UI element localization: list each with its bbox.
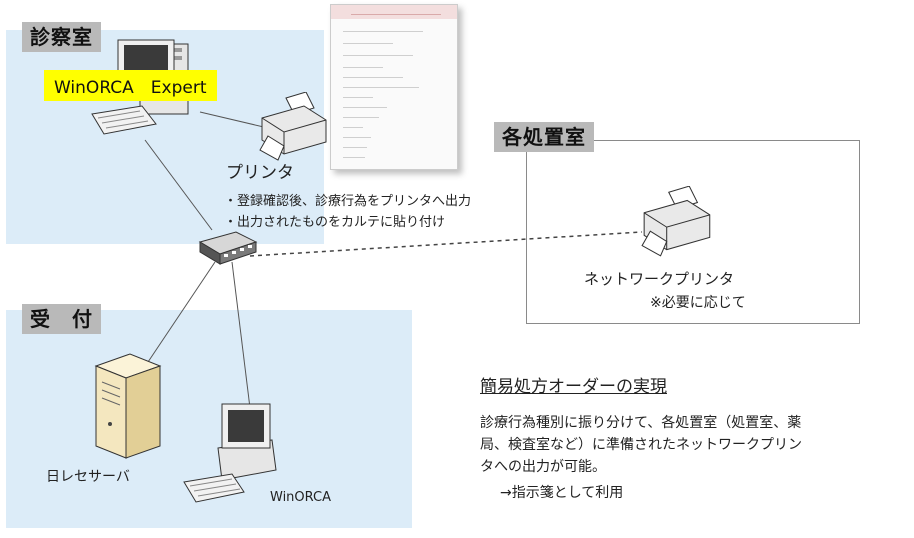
printer-label: プリンタ [226,163,294,183]
network-hub-icon [198,231,258,265]
consultation-room-label: 診察室 [22,22,101,52]
treatment-rooms-label: 各処置室 [494,122,594,152]
server-icon [94,353,162,459]
printer-note-1: ・登録確認後、診療行為をプリンタへ出力 [224,194,472,209]
printer-note-2: ・出力されたものをカルテに貼り付け [224,215,446,230]
description-heading: 簡易処方オーダーの実現 [480,377,667,397]
description-line-2: 局、検査室など）に準備されたネットワークプリン [480,437,802,453]
winorca-expert-label: WinORCA Expert [44,70,217,101]
client-pc-icon [183,403,277,503]
network-printer-note: ※必要に応じて [650,295,746,311]
reception-label: 受 付 [22,304,101,334]
printer-icon [259,92,327,161]
description-line-1: 診療行為種別に振り分けて、各処置室（処置室、薬 [480,415,802,431]
line-hub-to-server [147,261,216,363]
server-label: 日レセサーバ [46,469,130,485]
line-hub-to-winorca [231,261,251,409]
network-printer-icon [641,186,711,257]
printout-sheet [330,4,458,170]
line-pc-to-hub [144,139,213,231]
network-printer-label: ネットワークプリンタ [584,270,735,288]
line-pc-to-printer [199,111,269,129]
description-line-3: タへの出力が可能。 [480,459,606,475]
line-hub-to-network-printer [249,231,643,257]
winorca-label: WinORCA [270,490,332,505]
description-line-4: →指示箋として利用 [500,485,624,501]
